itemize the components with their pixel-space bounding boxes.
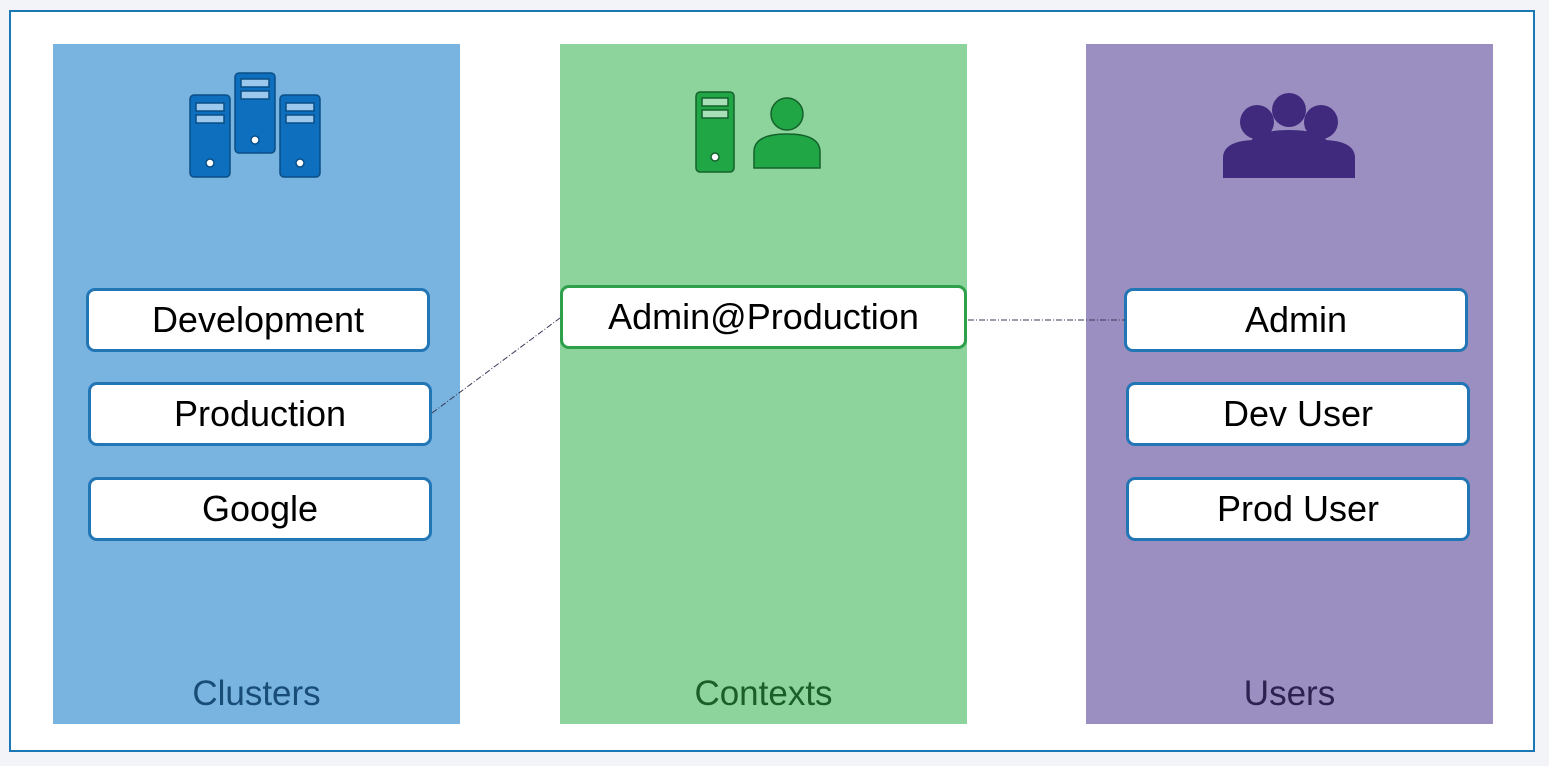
users-title: Users	[1243, 674, 1336, 713]
context-item-admin-production[interactable]: Admin@Production	[560, 285, 967, 349]
contexts-title: Contexts	[694, 674, 833, 713]
server-user-icon	[695, 91, 821, 173]
user-item-dev-user[interactable]: Dev User	[1126, 382, 1470, 446]
users-panel: Admin Dev User Prod User Users	[1086, 44, 1493, 724]
user-group-icon	[1223, 93, 1355, 178]
user-item-prod-user[interactable]: Prod User	[1126, 477, 1470, 541]
clusters-panel: Development Production Google Clusters	[53, 44, 460, 724]
clusters-title: Clusters	[192, 674, 321, 713]
user-item-admin[interactable]: Admin	[1124, 288, 1468, 352]
cluster-item-google[interactable]: Google	[88, 477, 432, 541]
contexts-panel: Admin@Production Contexts	[560, 44, 967, 724]
cluster-item-production[interactable]: Production	[88, 382, 432, 446]
server-cluster-icon	[189, 72, 321, 178]
cluster-item-development[interactable]: Development	[86, 288, 430, 352]
